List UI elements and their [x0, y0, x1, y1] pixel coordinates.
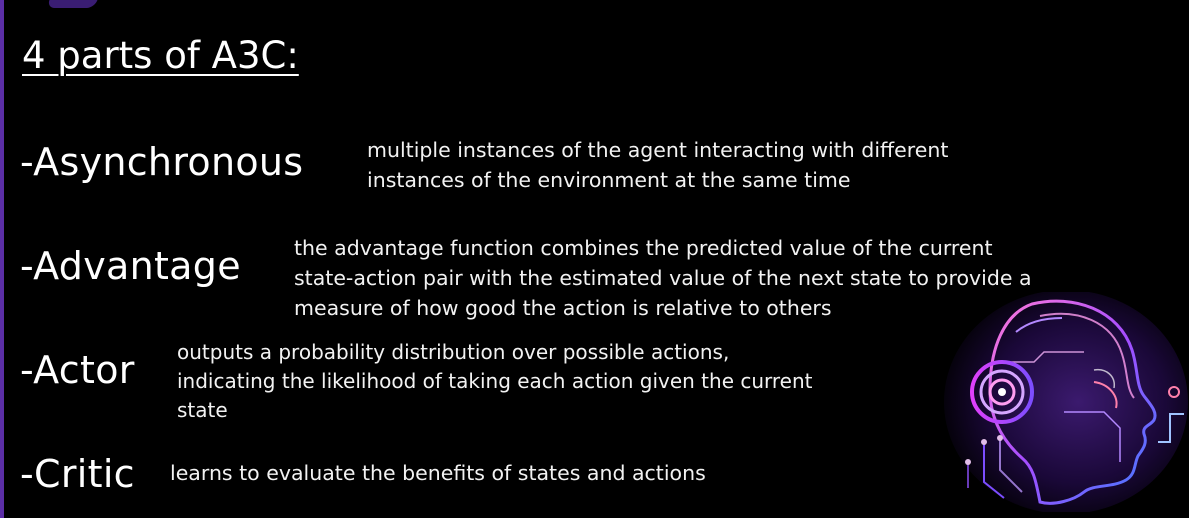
ai-robot-head-illustration — [944, 292, 1188, 512]
description-line: outputs a probability distribution over … — [177, 340, 730, 364]
description-line: state-action pair with the estimated val… — [294, 266, 1032, 290]
left-accent-bar — [0, 0, 4, 518]
term-asynchronous: -Asynchronous — [20, 140, 304, 184]
description-critic: learns to evaluate the benefits of state… — [170, 458, 706, 488]
top-badge-shape — [46, 0, 106, 8]
description-line: learns to evaluate the benefits of state… — [170, 461, 706, 485]
description-line: state — [177, 398, 228, 422]
description-advantage: the advantage function combines the pred… — [294, 233, 1032, 323]
term-actor: -Actor — [20, 348, 135, 392]
description-line: measure of how good the action is relati… — [294, 296, 832, 320]
description-asynchronous: multiple instances of the agent interact… — [367, 135, 948, 195]
description-line: instances of the environment at the same… — [367, 168, 851, 192]
description-line: indicating the likelihood of taking each… — [177, 369, 813, 393]
ear-target-icon — [970, 360, 1034, 424]
description-line: the advantage function combines the pred… — [294, 236, 993, 260]
description-actor: outputs a probability distribution over … — [177, 338, 813, 425]
term-advantage: -Advantage — [20, 244, 241, 288]
description-line: multiple instances of the agent interact… — [367, 138, 949, 162]
slide-title: 4 parts of A3C: — [22, 34, 299, 77]
term-critic: -Critic — [20, 452, 135, 496]
